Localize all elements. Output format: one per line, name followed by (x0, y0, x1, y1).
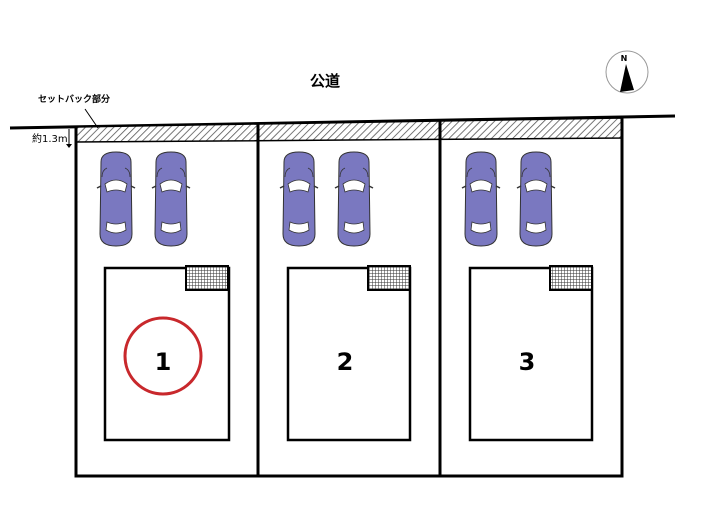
lot-2[interactable]: 2 (279, 151, 412, 442)
compass-north-label: N (621, 54, 628, 63)
car-icon (461, 151, 501, 247)
building-outline (286, 266, 412, 442)
car-icon (279, 151, 319, 247)
building-outline (468, 266, 594, 442)
building-outline (103, 266, 231, 442)
compass-icon: N (605, 50, 649, 94)
lot-3[interactable]: 3 (461, 151, 594, 442)
lot-boundaries (74, 118, 624, 478)
setback-label: セットバック部分 (38, 93, 110, 105)
road-label: 公道 (310, 72, 340, 90)
hatched-box (367, 265, 411, 291)
car-icon (334, 151, 374, 247)
hatched-box (549, 265, 593, 291)
lot-1[interactable]: 1 (96, 151, 231, 442)
car-icon (96, 151, 136, 247)
lot-number: 2 (337, 348, 354, 376)
hatched-box (185, 265, 229, 291)
lot-number: 1 (155, 348, 172, 376)
car-icon (516, 151, 556, 247)
setback-leader-line (84, 108, 99, 129)
car-icon (151, 151, 191, 247)
highlight-circle (123, 316, 203, 396)
setback-width-label: 約1.3m (32, 132, 68, 145)
lot-number: 3 (519, 348, 536, 376)
